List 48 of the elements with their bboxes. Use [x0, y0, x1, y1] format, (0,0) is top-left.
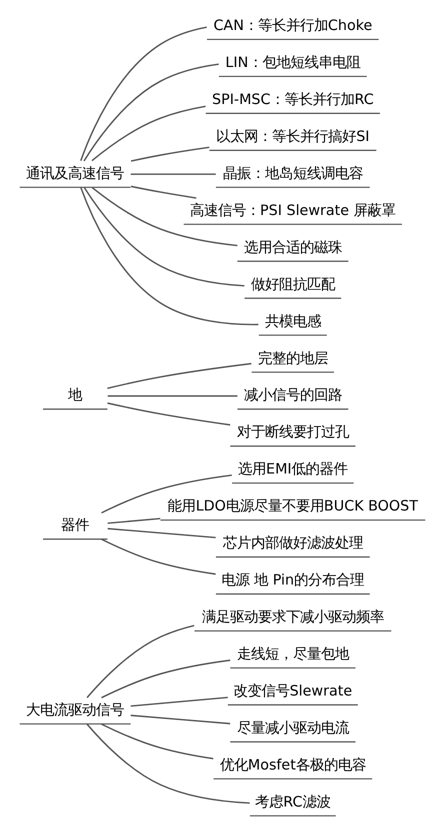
- connector: [130, 174, 216, 175]
- connector: [130, 714, 230, 724]
- node-text: 走线短，尽量包地: [236, 646, 348, 662]
- node-text: 完整的地层: [257, 350, 328, 367]
- node-text: LIN：包地短线串电阻: [224, 54, 360, 71]
- connector: [100, 474, 232, 514]
- node-text: 优化Mosfet各极的电容: [219, 757, 366, 774]
- node-text: 大电流驱动信号: [26, 702, 124, 719]
- node-text: 做好阻抗匹配: [250, 276, 334, 293]
- node-text: 选用EMI低的器件: [238, 462, 348, 478]
- connector: [130, 146, 209, 162]
- connector: [106, 402, 230, 426]
- connector: [91, 186, 237, 246]
- connector: [83, 187, 244, 287]
- node-text: CAN：等长并行加Choke: [212, 18, 372, 34]
- node-text: 能用LDO电源尽量不要用BUCK BOOST: [167, 498, 418, 515]
- node-text: SPI-MSC：等长并行加RC: [212, 92, 374, 108]
- node-text: 电源 地 Pin的分布合理: [221, 572, 364, 589]
- connector: [106, 362, 251, 389]
- node-text: 减小信号的回路: [243, 388, 342, 404]
- connector: [80, 187, 258, 326]
- connector: [100, 723, 213, 760]
- node-text: 高速信号：PSI Slewrate 屏蔽罩: [190, 202, 396, 219]
- connector: [91, 106, 206, 162]
- connector: [107, 518, 160, 524]
- node-text: 晶振：地岛短线调电容: [222, 166, 362, 182]
- node-text: 以太网：等长并行搞好SI: [216, 128, 370, 145]
- connector: [130, 186, 196, 199]
- connector: [107, 528, 216, 538]
- connector: [80, 26, 206, 162]
- connector: [86, 624, 194, 698]
- node-text: 芯片内部做好滤波处理: [222, 536, 362, 552]
- node-text: 通讯及高速信号: [26, 166, 124, 182]
- connector: [100, 538, 216, 575]
- node-text: 尽量减小驱动电流: [236, 720, 348, 736]
- connector: [82, 63, 218, 162]
- connector: [107, 395, 237, 397]
- node-text: 器件: [60, 518, 89, 534]
- node-text: 对于断线要打过孔: [236, 424, 348, 441]
- node-text: 共模电感: [264, 314, 320, 330]
- connector: [86, 724, 250, 804]
- node-text: 考虑RC滤波: [254, 794, 330, 810]
- node-text: 改变信号Slewrate: [233, 683, 352, 700]
- node-text: 地: [68, 388, 82, 404]
- connector: [100, 660, 230, 698]
- node-text: 选用合适的磁珠: [243, 240, 342, 256]
- node-text: 满足驱动要求下减小驱动频率: [201, 610, 384, 626]
- connector: [130, 696, 228, 707]
